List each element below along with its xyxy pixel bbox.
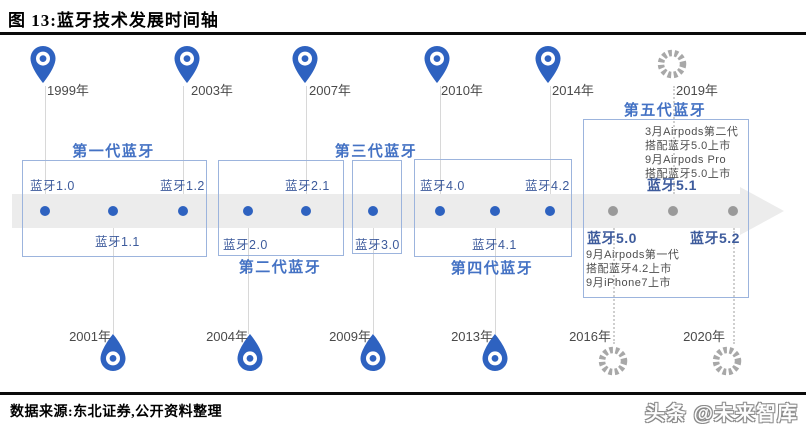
timeline-arrow-icon [740, 187, 784, 235]
timeline-diagram: 第一代蓝牙蓝牙1.0 蓝牙1.2 蓝牙1.1 第二代蓝牙 蓝牙2.1 蓝牙2.0 第三代蓝牙… [0, 35, 806, 390]
year-label-2004年: 2004年 [206, 329, 248, 344]
version-label: 蓝牙4.0 [420, 179, 465, 193]
year-label-2013年: 2013年 [451, 329, 493, 344]
gen5-note-top: 9月Airpods Pro [645, 154, 727, 166]
gen5-note-top: 搭配蓝牙5.0上市 [645, 168, 731, 180]
year-label-2020年: 2020年 [683, 329, 725, 344]
connector-2014年 [550, 86, 551, 194]
version-label: 蓝牙1.0 [30, 179, 75, 193]
map-pin-icon-2007年 [290, 45, 320, 85]
map-pin-up-icon-2004年 [235, 332, 265, 372]
year-label-2010年: 2010年 [441, 83, 483, 98]
connector-2004年 [248, 228, 249, 334]
map-pin-icon-2010年 [422, 45, 452, 85]
gen5-note-top: 搭配蓝牙5.0上市 [645, 140, 731, 152]
timeline-dot [108, 206, 118, 216]
year-label-2003年: 2003年 [191, 83, 233, 98]
timeline-dot [368, 206, 378, 216]
map-pin-up-icon-2001年 [98, 332, 128, 372]
map-pin-up-icon-2013年 [480, 332, 510, 372]
connector-2019年 [673, 86, 675, 194]
timeline-dot [301, 206, 311, 216]
generation-label-3: 第三代蓝牙 [334, 143, 418, 160]
gen5-note-bottom: 9月iPhone7上市 [586, 277, 671, 289]
connector-2007年 [306, 86, 307, 194]
connector-2001年 [113, 228, 114, 334]
year-label-2001年: 2001年 [69, 329, 111, 344]
year-label-2016年: 2016年 [569, 329, 611, 344]
generation-label-4: 第四代蓝牙 [450, 260, 534, 277]
version-label: 蓝牙5.0 [587, 230, 637, 246]
connector-2010年 [440, 86, 441, 194]
generation-label-1: 第一代蓝牙 [72, 143, 155, 160]
watermark-toutiao: 头条 @未来智库 [644, 403, 798, 425]
timeline-dot [545, 206, 555, 216]
connector-2003年 [183, 86, 184, 194]
timeline-dot [608, 206, 618, 216]
version-label: 蓝牙4.2 [525, 179, 570, 193]
data-source-note: 数据来源:东北证券,公开资料整理 [10, 405, 223, 420]
footer-divider [0, 392, 806, 395]
year-label-2019年: 2019年 [676, 83, 718, 98]
version-label: 蓝牙2.1 [285, 179, 330, 193]
year-label-2007年: 2007年 [309, 83, 351, 98]
generation-label-2: 第二代蓝牙 [238, 259, 322, 276]
year-label-2009年: 2009年 [329, 329, 371, 344]
version-label: 蓝牙4.1 [472, 238, 517, 252]
version-label: 蓝牙3.0 [355, 238, 400, 252]
timeline-dot [435, 206, 445, 216]
timeline-dot [728, 206, 738, 216]
gear-circle-icon-2020年 [711, 345, 743, 377]
timeline-dot [490, 206, 500, 216]
generation-box-3 [352, 160, 402, 254]
gear-circle-icon-2016年 [597, 345, 629, 377]
timeline-dot [178, 206, 188, 216]
year-label-2014年: 2014年 [552, 83, 594, 98]
gen5-note-bottom: 9月Airpods第一代 [586, 249, 680, 261]
generation-box-5 [583, 119, 749, 298]
year-label-1999年: 1999年 [47, 83, 89, 98]
map-pin-icon-2003年 [172, 45, 202, 85]
connector-2020年 [733, 228, 735, 344]
connector-2009年 [373, 228, 374, 334]
timeline-dot [243, 206, 253, 216]
title-underline [0, 32, 806, 35]
version-label: 蓝牙1.2 [160, 179, 205, 193]
version-label: 蓝牙2.0 [223, 238, 268, 252]
timeline-dot [668, 206, 678, 216]
generation-box-4 [414, 159, 572, 257]
generation-box-1 [22, 160, 207, 257]
map-pin-up-icon-2009年 [358, 332, 388, 372]
map-pin-icon-1999年 [28, 45, 58, 85]
version-label: 蓝牙5.1 [647, 177, 697, 193]
connector-2016年 [613, 228, 615, 344]
map-pin-icon-2014年 [533, 45, 563, 85]
gen5-note-top: 3月Airpods第二代 [645, 126, 739, 138]
gen5-note-bottom: 搭配蓝牙4.2上市 [586, 263, 672, 275]
connector-2013年 [495, 228, 496, 334]
gear-circle-icon-2019年 [656, 48, 688, 80]
figure-title: 图 13:蓝牙技术发展时间轴 [8, 11, 219, 30]
timeline-dot [40, 206, 50, 216]
generation-label-5: 第五代蓝牙 [623, 102, 707, 119]
version-label: 蓝牙1.1 [95, 235, 140, 249]
connector-1999年 [45, 86, 46, 194]
generation-box-2 [218, 160, 344, 256]
version-label: 蓝牙5.2 [690, 230, 740, 246]
